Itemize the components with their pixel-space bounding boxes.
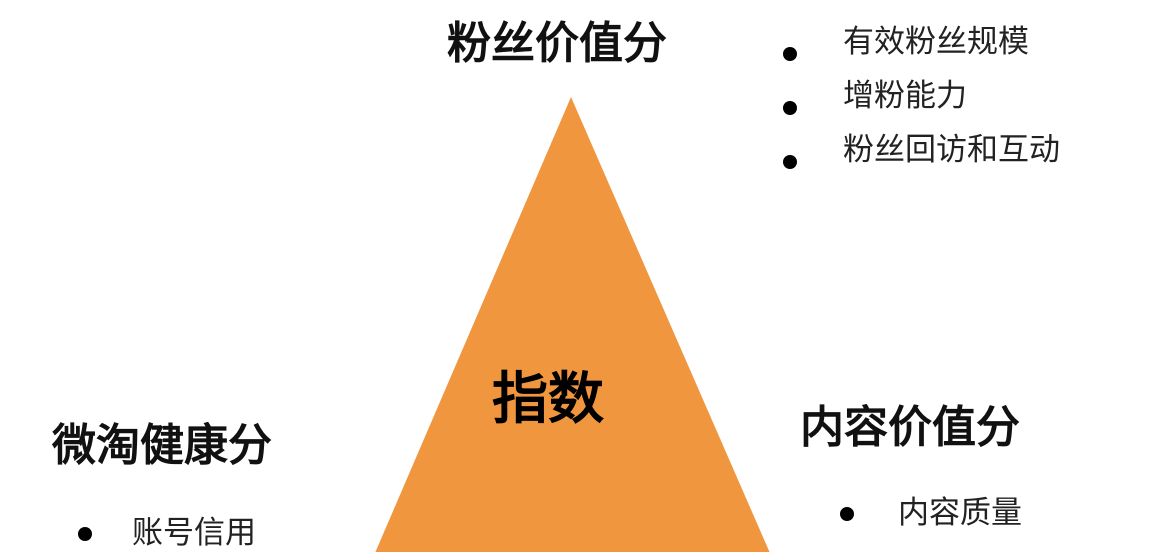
list-item: 有效粉丝规模 — [783, 27, 1060, 81]
bullet-icon — [78, 526, 92, 541]
right-bullet-list: 内容质量 — [840, 498, 1022, 529]
left-heading: 微淘健康分 — [52, 420, 272, 471]
top-bullet-list: 有效粉丝规模 增粉能力 粉丝回访和互动 — [783, 27, 1060, 189]
bullet-icon — [783, 47, 797, 61]
bullet-icon — [783, 101, 797, 115]
list-item: 粉丝回访和互动 — [783, 135, 1060, 189]
list-item: 增粉能力 — [783, 81, 1060, 135]
bullet-icon — [783, 155, 797, 169]
left-bullet-list: 账号信用 — [78, 518, 256, 549]
list-item: 内容质量 — [840, 498, 1022, 529]
bullet-icon — [840, 506, 854, 521]
list-item: 账号信用 — [78, 518, 256, 549]
top-heading: 粉丝价值分 — [447, 18, 667, 69]
right-heading: 内容价值分 — [800, 402, 1020, 453]
center-label: 指数 — [492, 367, 604, 432]
